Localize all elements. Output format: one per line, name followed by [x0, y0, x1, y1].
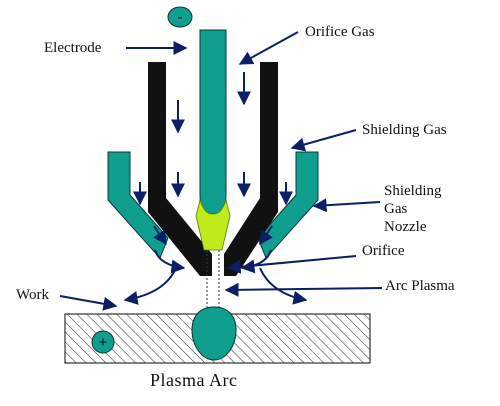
electrode [199, 29, 227, 215]
label-shielding-gas-nozzle-line1: Shielding [384, 183, 442, 199]
weld-pool [191, 306, 237, 361]
orifice-nozzle-left [148, 62, 212, 276]
label-orifice-gas: Orifice Gas [305, 24, 375, 40]
label-shielding-gas-nozzle-line3: Nozzle [384, 219, 427, 235]
work-polarity-icon [91, 330, 115, 354]
plasma-gas-zone [195, 198, 231, 251]
orifice-nozzle-right [224, 62, 278, 276]
diagram-title: Plasma Arc [150, 370, 238, 390]
electrode-polarity-sign: - [177, 9, 182, 26]
label-arc-plasma: Arc Plasma [385, 278, 455, 294]
label-shielding-gas-nozzle-line2: Gas [384, 201, 408, 217]
leader-arrows [59, 31, 383, 311]
label-electrode: Electrode [44, 40, 102, 56]
electrode-polarity-icon [167, 6, 193, 28]
work-polarity-sign: + [99, 334, 108, 351]
label-work: Work [16, 287, 49, 303]
label-shielding-gas: Shielding Gas [362, 122, 447, 138]
label-orifice: Orifice [362, 243, 405, 259]
